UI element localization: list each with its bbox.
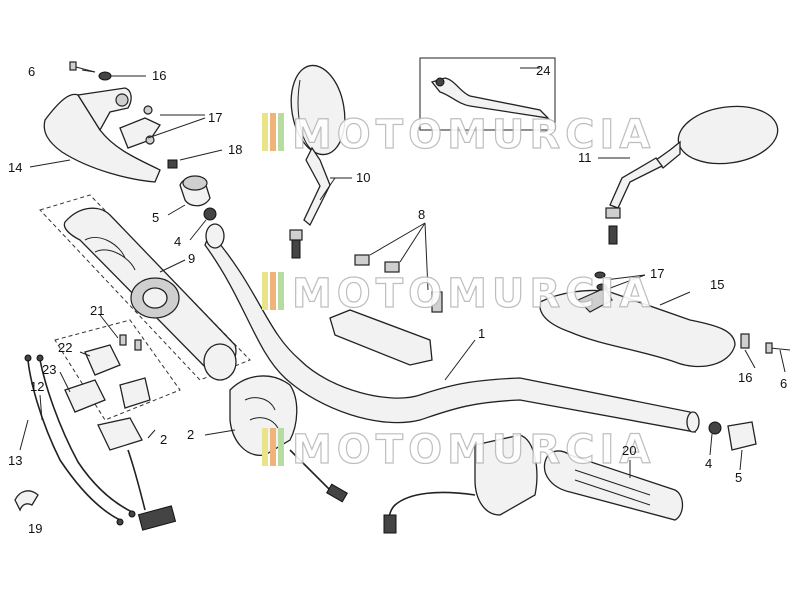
- leader-lines: [19, 67, 786, 478]
- callout-5-right: 5: [735, 470, 742, 485]
- cable-clamp: [14, 490, 39, 512]
- callout-17-right: 17: [650, 266, 664, 281]
- callout-13: 13: [8, 453, 22, 468]
- callout-18: 18: [228, 142, 242, 157]
- callout-16-right: 16: [738, 370, 752, 385]
- callout-8: 8: [418, 207, 425, 222]
- callout-19: 19: [28, 521, 42, 536]
- part-callouts: 6 16 17 14 18 5 4 9 10 24 11 8 17 15 1 2…: [8, 63, 787, 536]
- callout-6-top: 6: [28, 64, 35, 79]
- callout-16-top: 16: [152, 68, 166, 83]
- right-hand-guard: [539, 271, 791, 368]
- throttle-housing-parts: [54, 319, 181, 531]
- left-mirror: [289, 64, 346, 259]
- left-hand-guard: [43, 87, 178, 183]
- callout-22: 22: [58, 340, 72, 355]
- handlebar-riser-clamps: [329, 254, 443, 366]
- watermarks: MOTOMURCIA MOTOMURCIA MOTOMURCIA: [262, 111, 655, 474]
- callout-10: 10: [356, 170, 370, 185]
- watermark-bottom: MOTOMURCIA: [262, 426, 655, 474]
- callout-23: 23: [42, 362, 56, 377]
- left-bar-end-weight: [179, 175, 217, 221]
- callout-6-right: 6: [780, 376, 787, 391]
- right-bar-end-weight: [708, 421, 757, 451]
- callout-2-left: 2: [187, 427, 194, 442]
- svg-text:MOTOMURCIA: MOTOMURCIA: [292, 112, 655, 158]
- callout-11: 11: [578, 150, 592, 165]
- callout-5-left: 5: [152, 210, 159, 225]
- throttle-bracket-box: [419, 57, 556, 131]
- callout-14: 14: [8, 160, 22, 175]
- svg-text:MOTOMURCIA: MOTOMURCIA: [292, 427, 655, 473]
- callout-4-left: 4: [174, 234, 181, 249]
- callout-12: 12: [30, 379, 44, 394]
- callout-9: 9: [188, 251, 195, 266]
- right-switch-unit: [383, 434, 538, 534]
- watermark-top: MOTOMURCIA: [262, 111, 655, 159]
- right-mirror: [605, 105, 779, 245]
- callout-17-left: 17: [208, 110, 222, 125]
- svg-text:MOTOMURCIA: MOTOMURCIA: [292, 271, 655, 317]
- throttle-cables: [24, 354, 136, 526]
- callout-24: 24: [536, 63, 550, 78]
- callout-15: 15: [710, 277, 724, 292]
- left-grip: [39, 194, 251, 381]
- callout-20: 20: [622, 443, 636, 458]
- callout-4-right: 4: [705, 456, 712, 471]
- watermark-middle: MOTOMURCIA: [262, 270, 655, 318]
- handlebar: [204, 223, 700, 433]
- callout-1: 1: [478, 326, 485, 341]
- callout-21: 21: [90, 303, 104, 318]
- right-grip: [543, 450, 684, 521]
- callout-2-inner: 2: [160, 432, 167, 447]
